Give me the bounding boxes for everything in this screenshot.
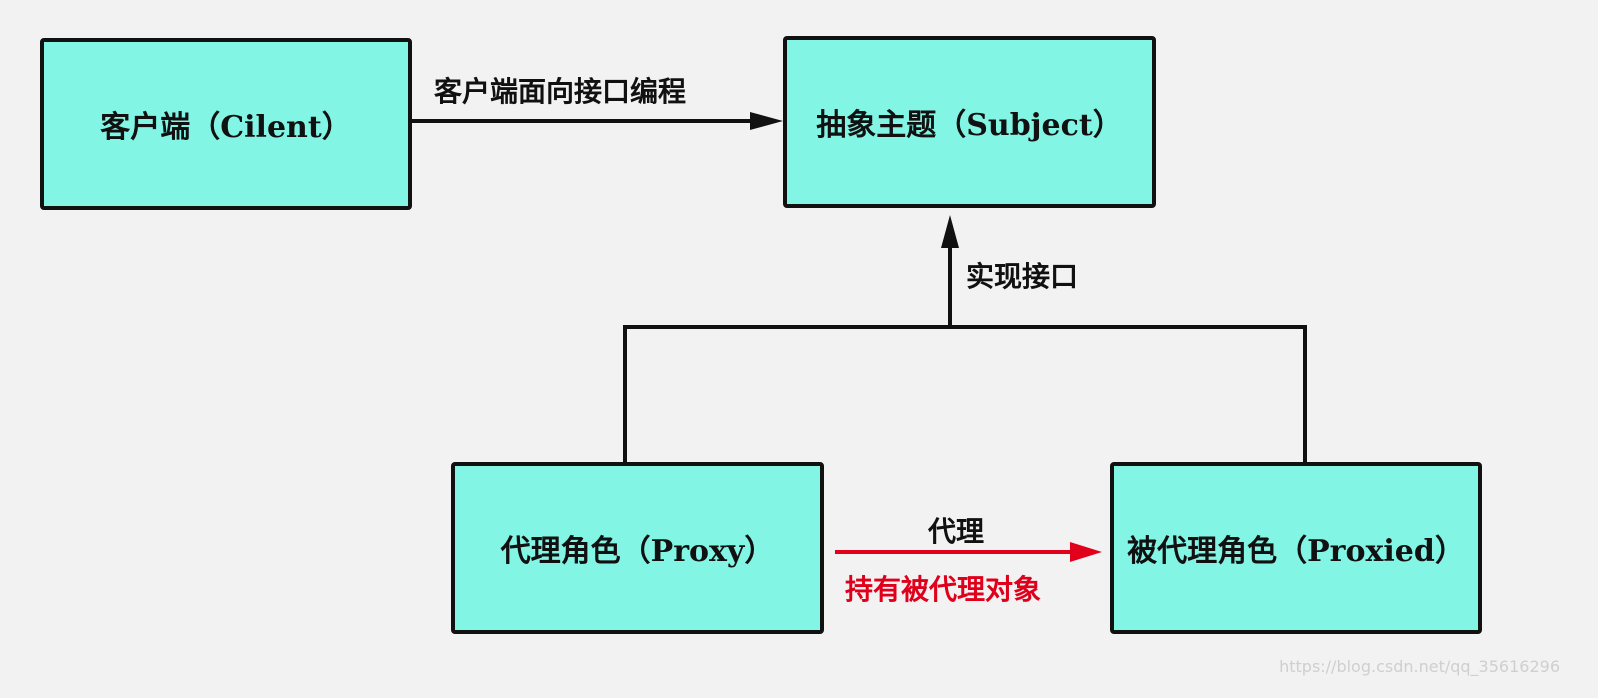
proxy-node-label: 代理角色（Proxy） (500, 534, 775, 569)
edge-implement-interface (623, 215, 1307, 462)
proxy-edge-label: 代理 (928, 515, 985, 548)
implement-interface-label: 实现接口 (966, 260, 1079, 293)
proxied-node-label: 被代理角色（Proxied） (1127, 534, 1465, 569)
edge-client-to-subject (412, 112, 783, 130)
watermark: https://blog.csdn.net/qq_35616296 (1279, 657, 1560, 676)
edge-proxy-to-proxied (835, 542, 1102, 562)
client-node: 客户端（Cilent） (40, 38, 412, 210)
subject-node-label: 抽象主题（Subject） (816, 108, 1123, 143)
hold-proxied-object-label: 持有被代理对象 (845, 573, 1042, 606)
subject-node: 抽象主题（Subject） (783, 36, 1156, 208)
proxied-node: 被代理角色（Proxied） (1110, 462, 1482, 634)
client-node-label: 客户端（Cilent） (100, 110, 352, 145)
client-to-subject-label: 客户端面向接口编程 (434, 75, 687, 108)
proxy-node: 代理角色（Proxy） (451, 462, 824, 634)
